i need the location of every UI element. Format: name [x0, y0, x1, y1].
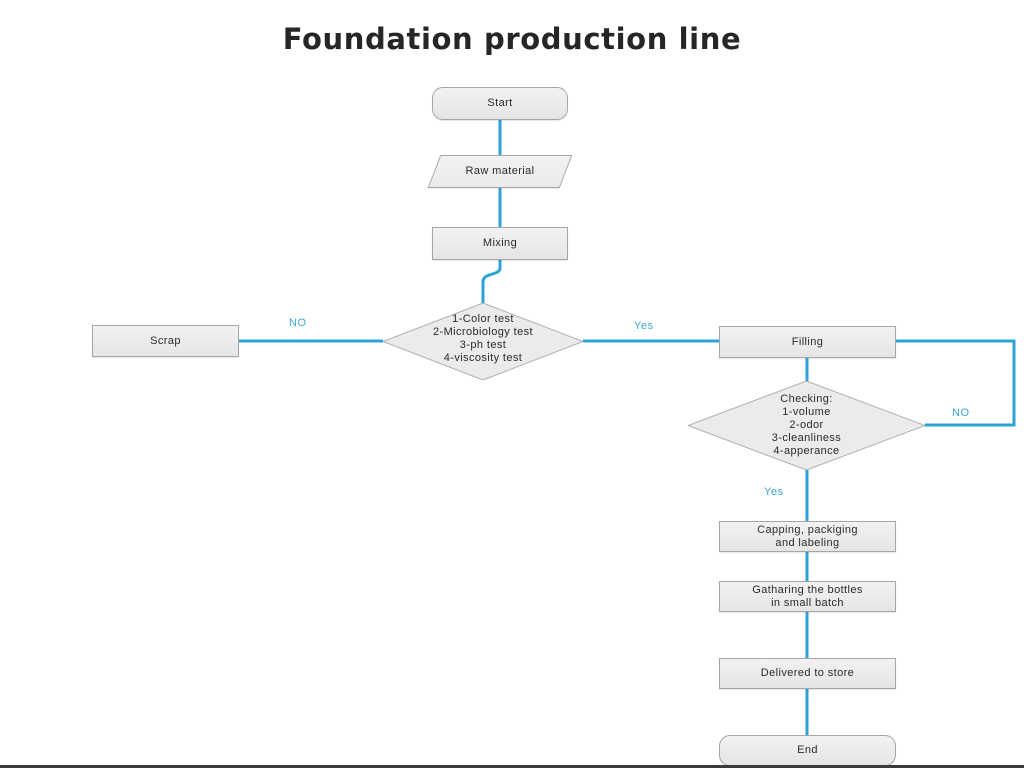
- node-start-label: Start: [487, 97, 513, 109]
- edge-label-quality-test-yes: Yes: [634, 320, 654, 332]
- node-capping-label: Capping, packiging and labeling: [757, 523, 858, 549]
- node-gathering-label: Gatharing the bottles in small batch: [752, 583, 863, 609]
- node-scrap[interactable]: Scrap: [92, 325, 239, 357]
- diamond-shape: [688, 381, 925, 470]
- node-raw-material-label: Raw material: [465, 165, 535, 177]
- node-end-label: End: [797, 744, 818, 756]
- slide-bottom-edge: [0, 765, 1024, 768]
- connector-mixing-to-quality-test: [481, 260, 502, 303]
- node-capping-packaging-labeling[interactable]: Capping, packiging and labeling: [719, 521, 896, 552]
- node-checking-decision[interactable]: Checking: 1-volume 2-odor 3-cleanliness …: [688, 381, 925, 470]
- diamond-shape: [383, 303, 583, 380]
- node-start[interactable]: Start: [432, 87, 568, 120]
- page-title: Foundation production line: [282, 22, 742, 56]
- node-checking-label: Checking: 1-volume 2-odor 3-cleanliness …: [771, 393, 842, 457]
- node-mixing-label: Mixing: [482, 237, 518, 249]
- node-filling[interactable]: Filling: [719, 326, 896, 358]
- edge-label-quality-test-no: NO: [289, 317, 307, 329]
- node-scrap-label: Scrap: [150, 334, 181, 347]
- node-quality-test-decision[interactable]: 1-Color test 2-Microbiology test 3-ph te…: [383, 303, 583, 380]
- node-gathering-bottles[interactable]: Gatharing the bottles in small batch: [719, 581, 896, 612]
- edge-label-checking-yes: Yes: [764, 486, 784, 498]
- node-raw-material[interactable]: Raw material: [427, 155, 573, 188]
- node-delivered-to-store[interactable]: Delivered to store: [719, 658, 896, 689]
- node-mixing[interactable]: Mixing: [432, 227, 568, 260]
- node-quality-test-label: 1-Color test 2-Microbiology test 3-ph te…: [433, 313, 533, 364]
- edge-label-checking-no: NO: [952, 407, 970, 419]
- node-end[interactable]: End: [719, 735, 896, 766]
- node-delivered-label: Delivered to store: [760, 667, 855, 679]
- node-filling-label: Filling: [791, 335, 824, 348]
